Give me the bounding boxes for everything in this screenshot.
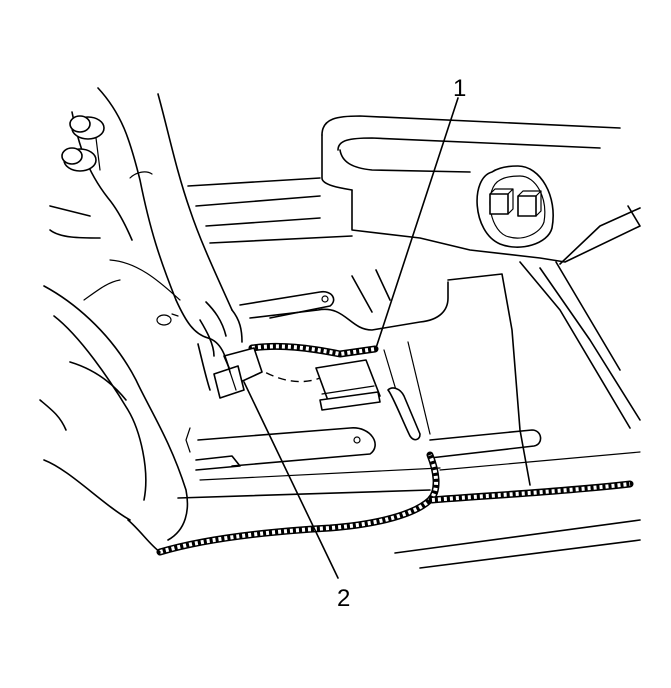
leader-line-1 [375, 97, 459, 349]
seat-track [177, 269, 542, 499]
hand [197, 301, 227, 391]
center-console [187, 115, 641, 265]
callout-label-2: 2 [337, 585, 350, 612]
switch-button-right [517, 195, 537, 217]
leader-lines [243, 97, 459, 579]
wiring-harness [156, 342, 634, 556]
headrest-knobs [61, 115, 105, 172]
connector-component-2 [213, 347, 263, 399]
floor-lines [394, 261, 641, 569]
callout-label-1: 1 [453, 75, 466, 102]
switch-button-left [489, 193, 509, 215]
module-component-1 [315, 359, 421, 441]
leader-line-2 [243, 381, 339, 579]
hidden-wire [254, 365, 321, 383]
seat [39, 87, 243, 553]
seat-switch-panel [476, 165, 554, 248]
